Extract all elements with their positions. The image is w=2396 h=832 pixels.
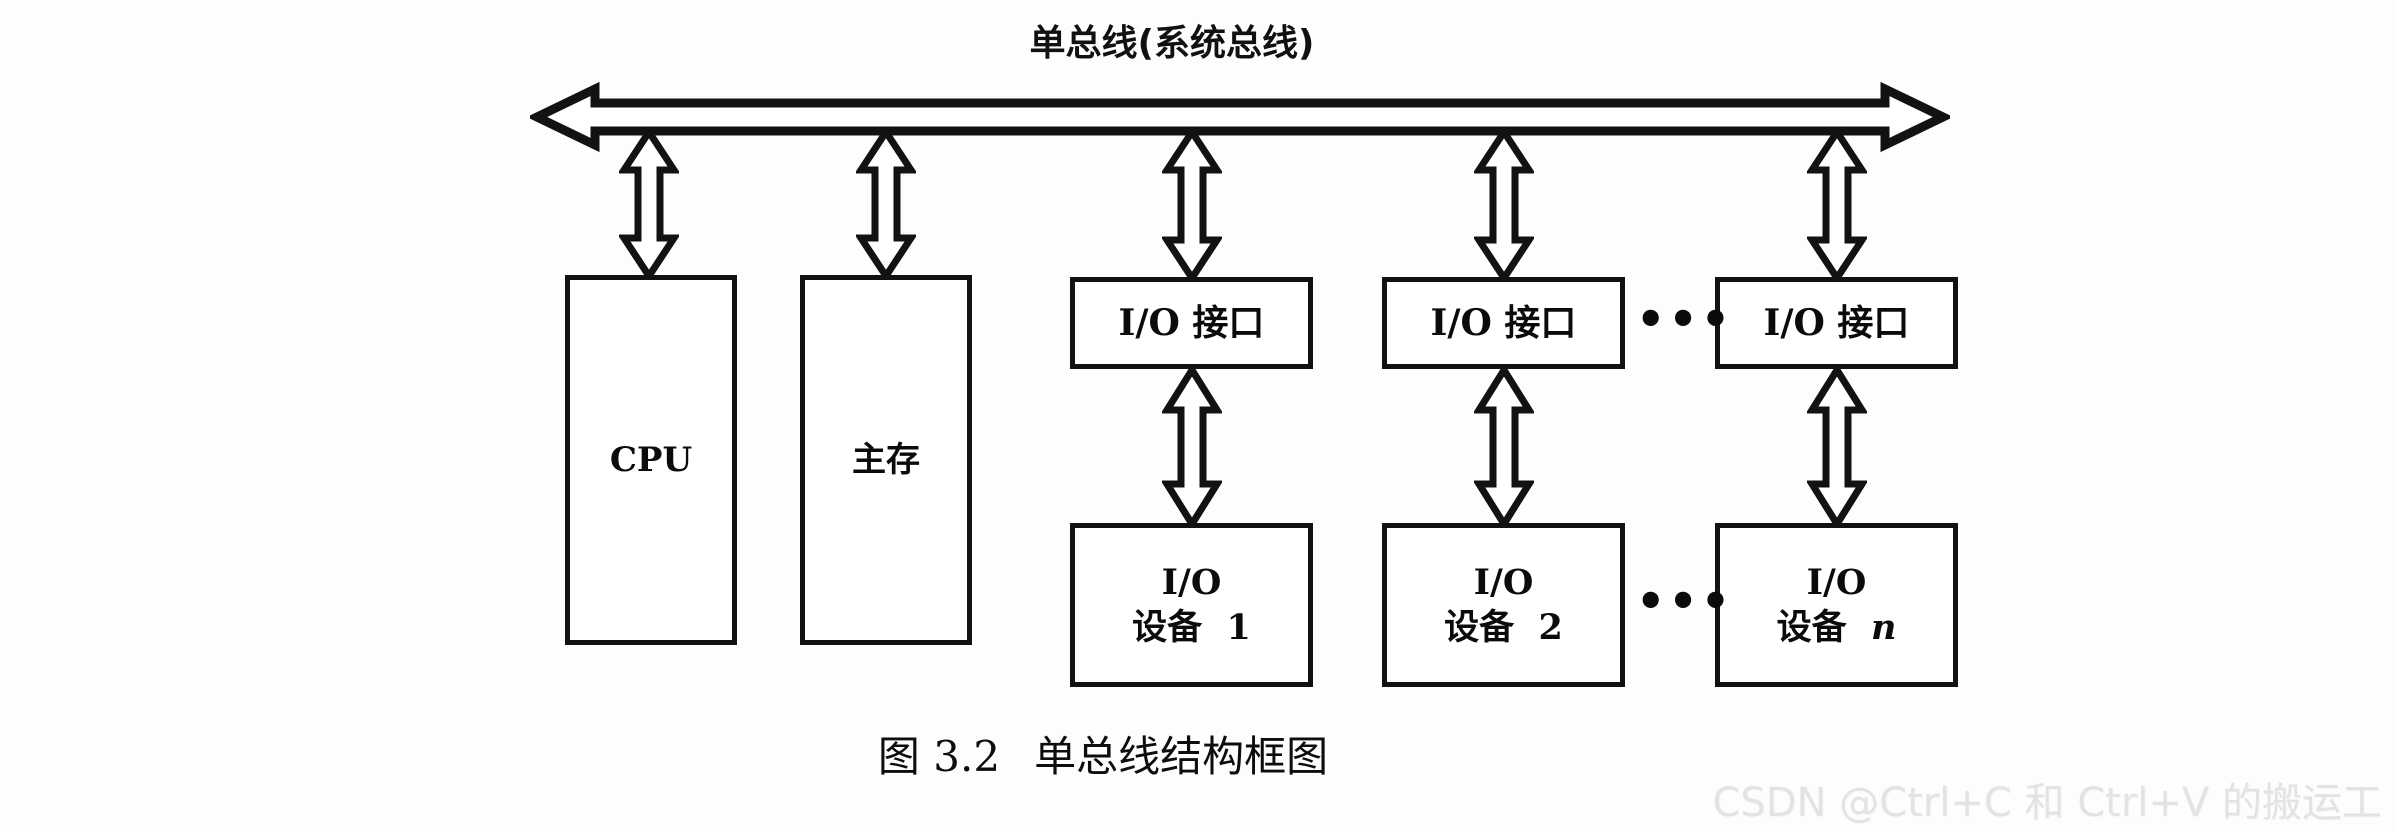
node-io-interface-1-label: I/O 接口: [1118, 301, 1265, 344]
node-io-device-3-line1: I/O: [1806, 561, 1867, 603]
node-io-device-2-index: 2: [1538, 607, 1563, 648]
node-io-interface-2: I/O 接口: [1382, 277, 1625, 369]
connector-interface-to-device-3: [1807, 366, 1867, 528]
node-io-device-2-line2: 设备 2: [1444, 607, 1563, 648]
figure-caption-number: 图 3.2: [877, 732, 1001, 781]
figure-caption-text: 单总线结构框图: [1034, 732, 1329, 781]
figure-caption: 图 3.2 单总线结构框图: [0, 723, 2396, 784]
ellipsis-interfaces: •••: [1636, 292, 1734, 346]
connector-bus-to-interface-3: [1807, 128, 1867, 282]
connector-bus-to-interface-2: [1474, 128, 1534, 282]
node-cpu-label: CPU: [609, 439, 693, 480]
node-io-device-3-name: 设备: [1776, 607, 1847, 648]
node-io-device-3-index: n: [1870, 607, 1897, 648]
node-io-device-1: I/O 设备 1: [1070, 523, 1313, 687]
node-io-device-1-index: 1: [1226, 607, 1251, 648]
system-bus-arrow: [530, 78, 1950, 158]
csdn-watermark: CSDN @Ctrl+C 和 Ctrl+V 的搬运工: [1712, 780, 2382, 826]
node-io-interface-3: I/O 接口: [1715, 277, 1958, 369]
connector-bus-to-cpu: [619, 128, 679, 280]
node-io-interface-1: I/O 接口: [1070, 277, 1313, 369]
node-cpu: CPU: [565, 275, 737, 645]
connector-interface-to-device-2: [1474, 366, 1534, 528]
node-main-memory-label: 主存: [852, 439, 920, 480]
node-io-device-1-name: 设备: [1132, 607, 1203, 648]
node-io-interface-2-label: I/O 接口: [1430, 301, 1577, 344]
node-io-device-2: I/O 设备 2: [1382, 523, 1625, 687]
bus-title: 单总线(系统总线): [0, 14, 2396, 66]
node-io-device-3: I/O 设备 n: [1715, 523, 1958, 687]
connector-bus-to-memory: [856, 128, 916, 280]
node-io-device-2-name: 设备: [1444, 607, 1515, 648]
node-io-interface-3-label: I/O 接口: [1763, 301, 1910, 344]
node-io-device-2-label: I/O 设备 2: [1444, 562, 1563, 649]
node-io-device-1-label: I/O 设备 1: [1132, 562, 1251, 649]
ellipsis-devices: •••: [1636, 574, 1734, 628]
connector-bus-to-interface-1: [1162, 128, 1222, 282]
figure-caption-inner: 图 3.2 单总线结构框图: [878, 723, 1328, 784]
connector-interface-to-device-1: [1162, 366, 1222, 528]
node-io-device-2-line1: I/O: [1473, 561, 1534, 603]
node-io-device-1-line2: 设备 1: [1132, 607, 1251, 648]
node-io-device-3-label: I/O 设备 n: [1777, 562, 1897, 649]
node-main-memory: 主存: [800, 275, 972, 645]
bus-title-text: 单总线(系统总线): [1029, 23, 1315, 64]
node-io-device-3-line2: 设备 n: [1777, 607, 1897, 648]
node-io-device-1-line1: I/O: [1161, 561, 1222, 603]
